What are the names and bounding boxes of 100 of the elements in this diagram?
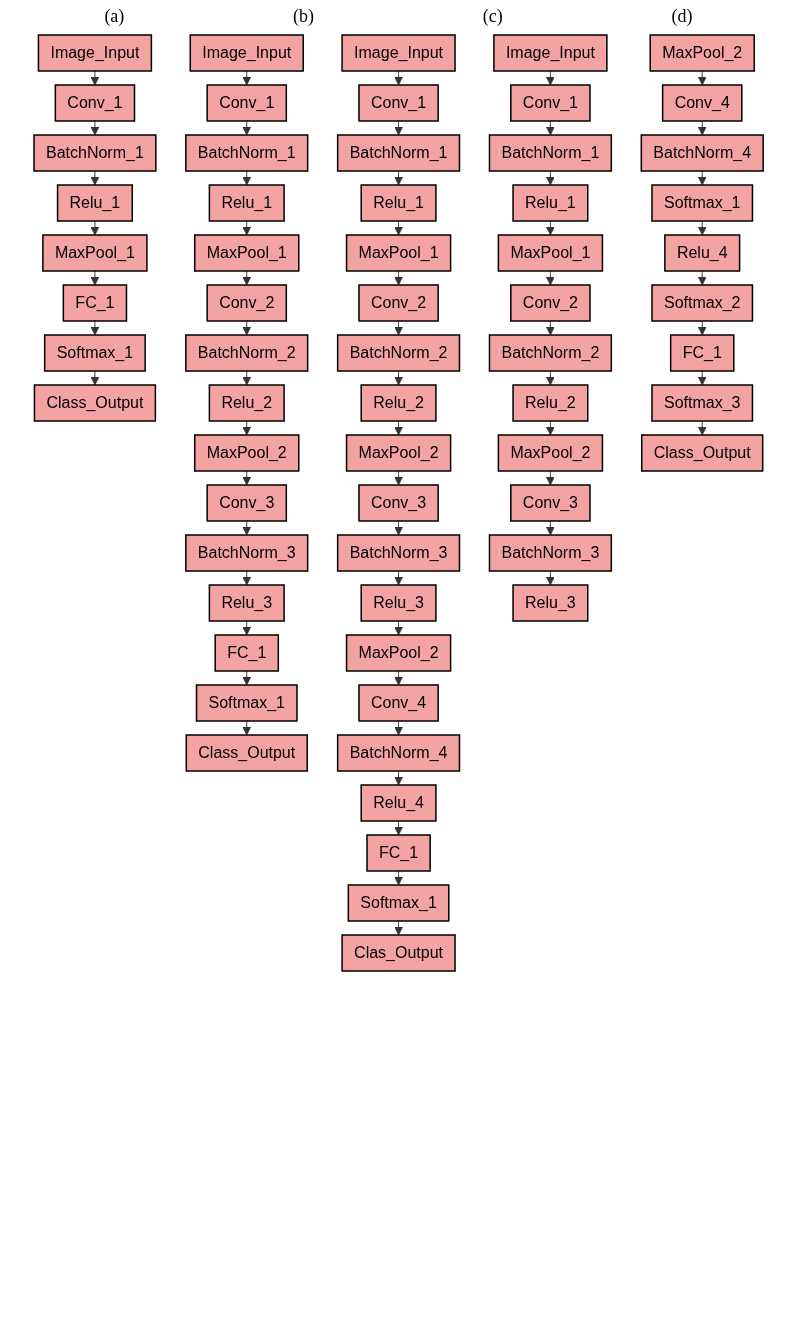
node-box: Conv_2 <box>510 284 591 322</box>
node-box: Class_Output <box>640 434 764 472</box>
arrow <box>697 270 707 286</box>
node-box: BatchNorm_4 <box>336 734 461 772</box>
arrow <box>545 170 555 186</box>
node-box: BatchNorm_1 <box>488 134 612 172</box>
arrow <box>545 270 555 286</box>
node-box: Class_Output <box>185 734 308 772</box>
node-box: Conv_1 <box>358 84 439 122</box>
arrow <box>242 420 252 436</box>
panel-label: (a) <box>104 6 125 27</box>
arrow <box>90 270 100 286</box>
node-box: Relu_2 <box>512 384 589 422</box>
node-box: Image_Input <box>189 34 304 72</box>
arrow <box>394 70 403 86</box>
node-box: Relu_2 <box>360 384 437 422</box>
arrow <box>394 520 403 536</box>
node-box: Conv_3 <box>358 484 439 522</box>
arrow <box>90 320 100 336</box>
arrow <box>242 270 252 286</box>
node-box: Conv_3 <box>206 484 287 522</box>
node-box: Relu_1 <box>360 184 437 222</box>
node-box: Image_Input <box>493 34 608 72</box>
node-box: Relu_3 <box>512 584 589 622</box>
arrow <box>90 370 100 386</box>
arrow <box>394 920 403 936</box>
node-box: Relu_4 <box>664 234 741 272</box>
node-box: FC_1 <box>62 284 128 322</box>
node-box: Relu_1 <box>512 184 589 222</box>
node-box: Relu_3 <box>208 584 285 622</box>
arrow <box>394 420 403 436</box>
arrow <box>697 220 707 236</box>
arrow <box>242 120 252 136</box>
node-box: Softmax_3 <box>651 384 754 422</box>
panel-label: (c) <box>482 6 503 27</box>
arrow <box>394 220 403 236</box>
node-box: Softmax_1 <box>43 334 146 372</box>
node-box: Relu_1 <box>56 184 133 222</box>
arrow <box>545 120 555 136</box>
arrow <box>545 520 555 536</box>
node-box: BatchNorm_2 <box>336 334 461 372</box>
arrow <box>242 520 252 536</box>
node-box: BatchNorm_1 <box>336 134 461 172</box>
node-box: Relu_4 <box>360 784 437 822</box>
arrow <box>697 120 707 136</box>
arrow <box>545 70 555 86</box>
node-box: Softmax_1 <box>651 184 754 222</box>
panel-label: (d) <box>671 6 693 27</box>
node-box: FC_1 <box>366 834 431 872</box>
node-box: BatchNorm_2 <box>488 334 612 372</box>
node-box: MaxPool_1 <box>42 234 148 272</box>
arrow <box>394 620 403 636</box>
node-box: MaxPool_2 <box>193 434 300 472</box>
arrow <box>90 220 100 236</box>
arrow <box>394 370 403 386</box>
arrow <box>545 320 555 336</box>
arrow <box>394 320 403 336</box>
node-box: FC_1 <box>214 634 279 672</box>
node-box: Softmax_1 <box>347 884 450 922</box>
arrow <box>394 670 403 686</box>
arrow <box>394 720 403 736</box>
arrow <box>697 170 707 186</box>
arrow <box>394 820 403 836</box>
node-box: Relu_3 <box>360 584 437 622</box>
node-box: FC_1 <box>669 334 735 372</box>
node-box: MaxPool_1 <box>345 234 452 272</box>
node-box: Conv_1 <box>510 84 591 122</box>
arrow <box>242 620 252 636</box>
arrow <box>242 570 252 586</box>
arrow <box>242 470 252 486</box>
arrow <box>545 570 555 586</box>
node-box: Image_Input <box>37 34 153 72</box>
arrow <box>90 170 100 186</box>
node-box: BatchNorm_4 <box>640 134 764 172</box>
node-box: MaxPool_1 <box>193 234 300 272</box>
node-box: Relu_2 <box>208 384 285 422</box>
node-box: Conv_1 <box>54 84 136 122</box>
node-box: BatchNorm_1 <box>33 134 157 172</box>
node-box: BatchNorm_2 <box>185 334 309 372</box>
arrow <box>242 370 252 386</box>
node-box: MaxPool_1 <box>497 234 604 272</box>
arrow <box>394 470 403 486</box>
node-box: MaxPool_2 <box>345 434 452 472</box>
arrow <box>242 70 252 86</box>
arrow <box>697 370 707 386</box>
arrow <box>242 670 252 686</box>
node-box: Softmax_1 <box>195 684 298 722</box>
arrow <box>697 420 707 436</box>
node-box: BatchNorm_3 <box>488 534 612 572</box>
arrow <box>394 870 403 886</box>
node-box: BatchNorm_3 <box>185 534 309 572</box>
node-box: Clas_Output <box>341 934 456 972</box>
node-box: Conv_4 <box>661 84 743 122</box>
node-box: Image_Input <box>341 34 456 72</box>
arrow <box>394 120 403 136</box>
node-box: Softmax_2 <box>651 284 754 322</box>
node-box: BatchNorm_1 <box>185 134 309 172</box>
arrow <box>242 720 252 736</box>
arrow <box>242 170 252 186</box>
node-box: MaxPool_2 <box>497 434 604 472</box>
